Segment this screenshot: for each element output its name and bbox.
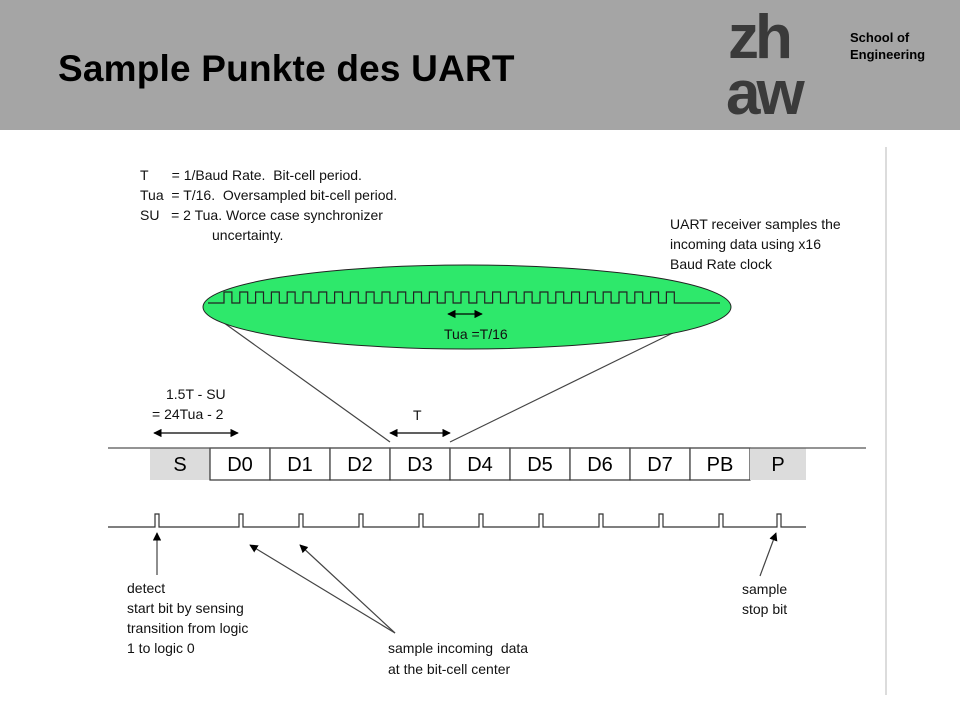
stop-note-2: stop bit (742, 601, 787, 617)
uart-sampling-diagram: T = 1/Baud Rate. Bit-cell period. Tua = … (108, 147, 887, 695)
header-bar: Sample Punkte des UART zh aw School of E… (0, 0, 960, 130)
detect-note-4: 1 to logic 0 (127, 640, 195, 656)
oversampling-ellipse (202, 264, 732, 350)
receiver-note-2: incoming data using x16 (670, 236, 821, 252)
bit-cell-label-d0: D0 (227, 454, 253, 476)
bit-cell-s (150, 448, 210, 480)
bit-cell-label-s: S (173, 454, 186, 476)
school-line-1: School of (850, 30, 910, 45)
logo-bottom-letters: aw (726, 59, 805, 118)
sample-note-2: at the bit-cell center (388, 661, 511, 677)
bit-cell-label-d7: D7 (647, 454, 673, 476)
definition-su-cont: uncertainty. (212, 227, 283, 243)
receiver-note-3: Baud Rate clock (670, 256, 773, 272)
bit-cell-d5 (509, 447, 571, 481)
receiver-note-1: UART receiver samples the (670, 216, 841, 232)
school-label: School of Engineering (850, 29, 925, 63)
offset-label-2: = 24Tua - 2 (152, 406, 224, 422)
period-label: T (413, 407, 422, 423)
page-title: Sample Punkte des UART (58, 48, 515, 89)
zoom-line-left (205, 309, 391, 443)
offset-label-1: 1.5T - SU (166, 386, 226, 402)
definition-tua: Tua = T/16. Oversampled bit-cell period. (140, 187, 397, 203)
sample-arrow-d0 (249, 544, 396, 634)
detect-note-1: detect (127, 580, 165, 596)
sample-arrow-d1 (299, 544, 396, 634)
x16-clock-waveform (208, 291, 720, 304)
bit-cell-label-d3: D3 (407, 454, 433, 476)
tua-label: Tua =T/16 (444, 326, 508, 342)
bit-cell-label-p: P (771, 454, 784, 476)
sample-pulse-waveform (108, 513, 806, 528)
bit-cell-label-d2: D2 (347, 454, 373, 476)
zhaw-logo: zh aw (726, 6, 809, 118)
bit-cell-label-d4: D4 (467, 454, 493, 476)
logo-top-letters: zh (728, 6, 790, 72)
bit-cell-label-d6: D6 (587, 454, 613, 476)
bit-cell-label-pb: PB (707, 454, 734, 476)
bit-cells: S D0 D1 D2 D3 D4 D5 D6 D7 PB P (150, 447, 806, 481)
bit-cell-label-d1: D1 (287, 454, 313, 476)
detect-note-2: start bit by sensing (127, 600, 244, 616)
bit-cell-p (750, 448, 806, 480)
definition-t: T = 1/Baud Rate. Bit-cell period. (140, 167, 362, 183)
definition-su: SU = 2 Tua. Worce case synchronizer (140, 207, 383, 223)
bit-cell-label-d5: D5 (527, 454, 553, 476)
stop-arrow (759, 532, 778, 577)
detect-note-3: transition from logic (127, 620, 248, 636)
school-line-2: Engineering (850, 47, 926, 62)
stop-note-1: sample (742, 581, 787, 597)
sample-note-1: sample incoming data (388, 640, 528, 656)
